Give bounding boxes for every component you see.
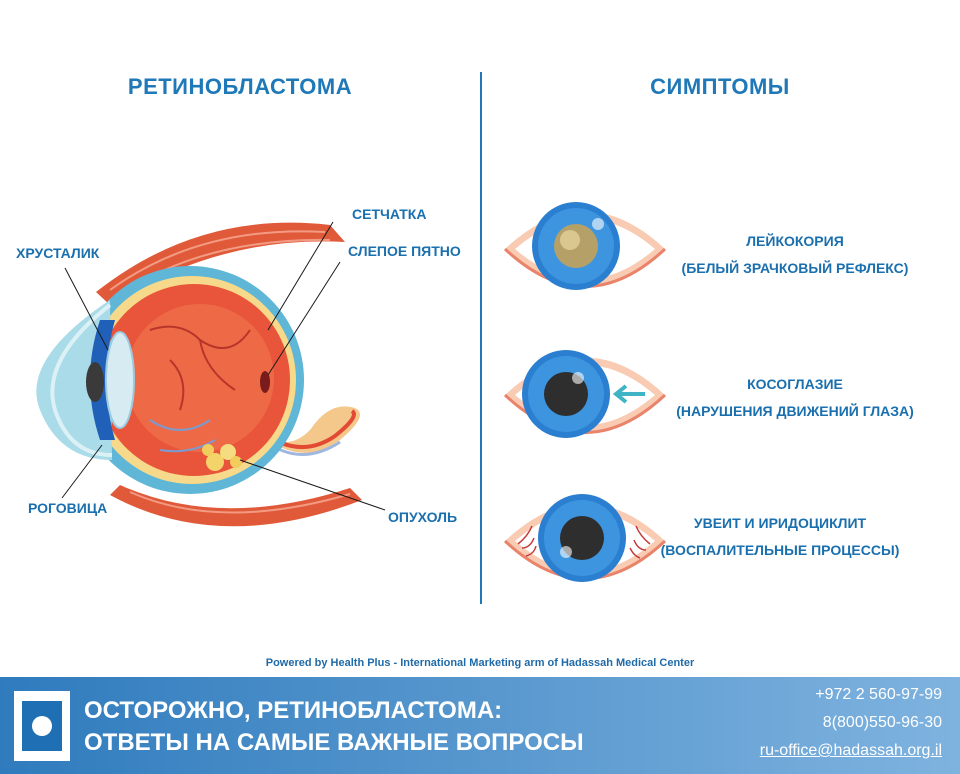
hadassah-logo-icon — [14, 691, 70, 761]
symptom-2-detail: (НАРУШЕНИЯ ДВИЖЕНИЙ ГЛАЗА) — [676, 403, 914, 419]
cornea-shape — [36, 300, 112, 460]
tumor-mass — [202, 444, 242, 471]
retinoblastoma-heading: РЕТИНОБЛАСТОМА — [127, 74, 353, 99]
email-link[interactable]: ru-office@hadassah.org.il — [759, 742, 942, 759]
strabismus-eye-icon — [503, 350, 667, 438]
eye-cross-section-diagram — [36, 221, 386, 527]
inflamed-eye-icon — [503, 494, 667, 582]
retina-label: СЕТЧАТКА — [352, 206, 427, 222]
phone-link-1[interactable]: +972 2 560-97-99 — [815, 686, 942, 703]
blind-spot-label: СЛЕПОЕ ПЯТНО — [348, 243, 461, 259]
tumor-label: ОПУХОЛЬ — [388, 509, 458, 525]
lens-shape — [105, 331, 135, 429]
cornea-label: РОГОВИЦА — [28, 500, 108, 516]
symptoms-heading: СИМПТОМЫ — [650, 74, 790, 99]
footer-title-line1: ОСТОРОЖНО, РЕТИНОБЛАСТОМА: — [84, 697, 503, 724]
footer-title-line2: ОТВЕТЫ НА САМЫЕ ВАЖНЫЕ ВОПРОСЫ — [84, 729, 584, 756]
column-divider — [480, 72, 482, 604]
symptom-3-detail: (ВОСПАЛИТЕЛЬНЫЕ ПРОЦЕССЫ) — [660, 542, 900, 558]
lens-label: ХРУСТАЛИК — [16, 245, 100, 261]
upper-eye-muscle — [96, 222, 345, 305]
footer-title: ОСТОРОЖНО, РЕТИНОБЛАСТОМА: ОТВЕТЫ НА САМ… — [84, 695, 584, 759]
symptom-1-name: ЛЕЙКОКОРИЯ — [746, 233, 844, 249]
lower-eye-muscle — [110, 485, 362, 527]
blind-spot-mark — [260, 371, 270, 393]
phone-link-2[interactable]: 8(800)550-96-30 — [822, 714, 942, 731]
footer-banner: ОСТОРОЖНО, РЕТИНОБЛАСТОМА: ОТВЕТЫ НА САМ… — [0, 677, 960, 774]
symptom-3-name: УВЕИТ И ИРИДОЦИКЛИТ — [693, 515, 867, 531]
leukocoria-eye-icon — [503, 202, 667, 290]
symptom-2-name: КОСОГЛАЗИЕ — [747, 376, 843, 392]
powered-by-text: Powered by Health Plus - International M… — [265, 657, 695, 669]
symptom-1-detail: (БЕЛЫЙ ЗРАЧКОВЫЙ РЕФЛЕКС) — [681, 260, 909, 276]
